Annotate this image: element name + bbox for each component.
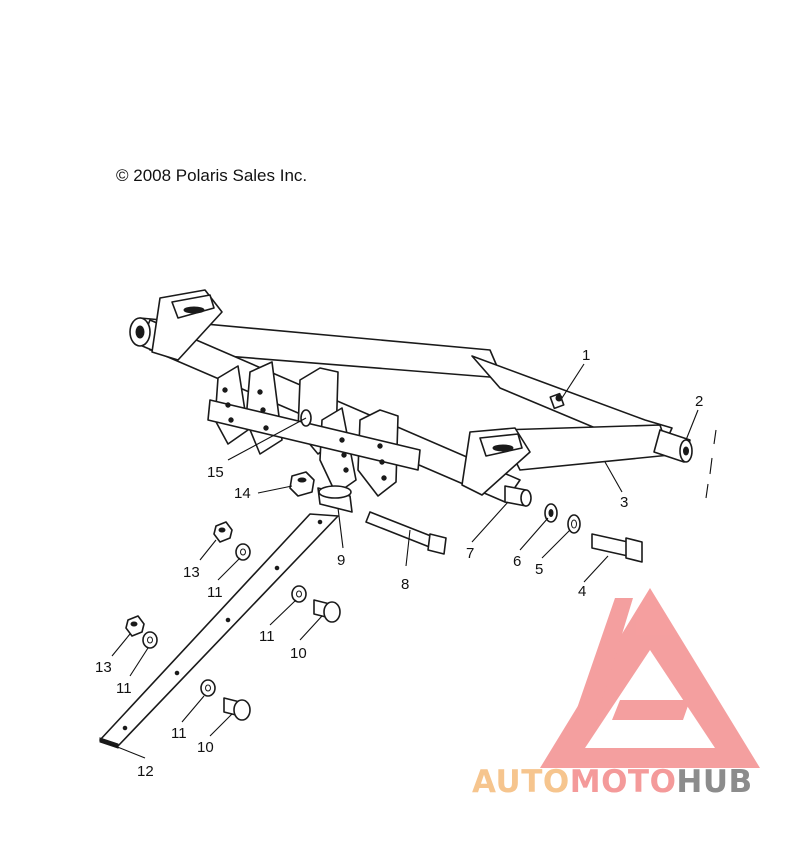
- watermark-text-auto: AUTO: [472, 764, 570, 800]
- callout-15: 15: [207, 464, 224, 481]
- callout-14: 14: [234, 485, 251, 502]
- bolt-10-upper: [313, 599, 341, 623]
- watermark-m-left: [573, 598, 633, 720]
- callout-13-upper: 13: [183, 564, 200, 581]
- callout-11-a: 11: [207, 584, 223, 601]
- nut-14: [289, 471, 315, 497]
- watermark-text: AUTOMOTOHUB: [472, 764, 753, 800]
- callout-2: 2: [695, 393, 703, 410]
- callout-13-lower: 13: [95, 659, 112, 676]
- watermark-logo: [540, 588, 760, 768]
- callout-12: 12: [137, 763, 154, 780]
- washer-11-d: [200, 679, 216, 697]
- bolt-4: [591, 533, 643, 563]
- callout-5: 5: [535, 561, 543, 578]
- callout-4: 4: [578, 583, 586, 600]
- watermark-text-moto: MOTO: [570, 764, 677, 800]
- nut-13-upper: [213, 521, 233, 543]
- copyright-notice: © 2008 Polaris Sales Inc.: [116, 166, 308, 185]
- washer-6: [544, 503, 558, 523]
- callout-7: 7: [466, 545, 474, 562]
- callout-8: 8: [401, 576, 409, 593]
- rear-bracket: [151, 289, 223, 361]
- grease-fitting: [549, 392, 565, 410]
- washer-11-b: [291, 585, 307, 603]
- callout-3: 3: [620, 494, 628, 511]
- nut-13-lower: [125, 615, 145, 637]
- shock-mount-plates: [207, 361, 421, 497]
- bolt-10-lower: [223, 697, 251, 721]
- callout-6: 6: [513, 553, 521, 570]
- washer-11-a: [235, 543, 251, 561]
- watermark-text-hub: HUB: [676, 764, 752, 800]
- front-bracket: [461, 427, 531, 496]
- watermark-g-bar: [612, 700, 690, 720]
- washer-5: [567, 514, 581, 534]
- callout-10-lower: 10: [197, 739, 214, 756]
- callout-11-c: 11: [116, 680, 132, 697]
- callout-labels: 1 2 3 4 5 6 7 8 9 10 10 11 11 11 11 12 1…: [95, 347, 703, 780]
- leader-lines: [109, 363, 699, 759]
- pivot-shaft-end: [653, 429, 693, 463]
- bushing-7: [504, 485, 532, 507]
- callout-9: 9: [337, 552, 345, 569]
- bolt-8: [365, 511, 447, 555]
- callout-10-upper: 10: [290, 645, 307, 662]
- callout-11-d: 11: [171, 725, 187, 742]
- watermark-triangle-inner: [585, 650, 715, 748]
- spacer-9: [317, 485, 353, 513]
- washer-11-c: [142, 631, 158, 649]
- callout-11-b: 11: [259, 628, 275, 645]
- break-marks: [705, 429, 717, 499]
- callout-1: 1: [582, 347, 590, 364]
